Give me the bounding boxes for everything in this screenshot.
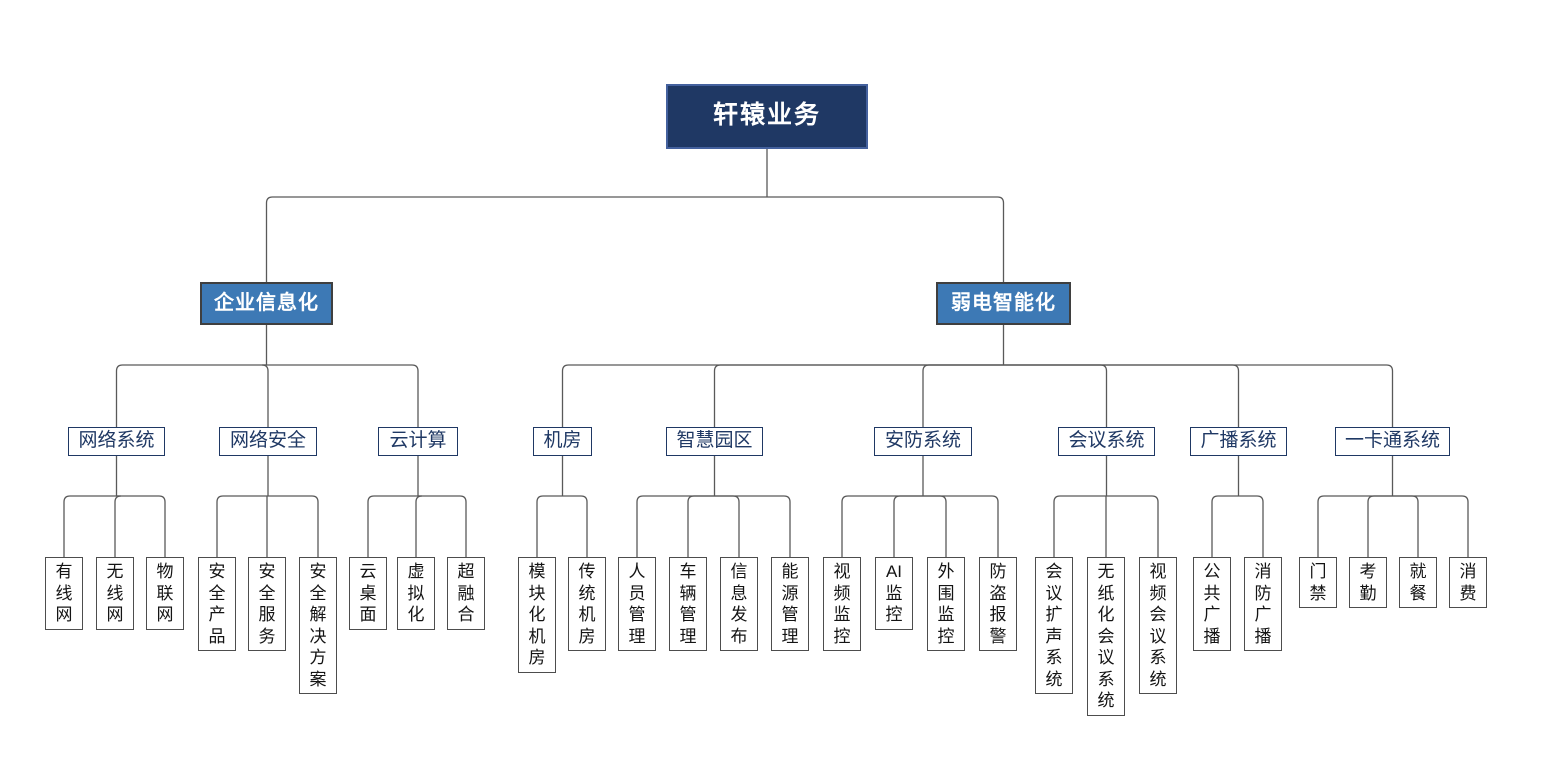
connector-line xyxy=(562,495,588,557)
connector-line xyxy=(116,495,166,557)
connector-line xyxy=(841,495,923,557)
node-video-conference-system[interactable]: 视频会议系统 xyxy=(1139,557,1177,694)
connector-line xyxy=(1238,495,1264,557)
node-smart-park[interactable]: 智慧园区 xyxy=(666,427,763,456)
node-one-card-system[interactable]: 一卡通系统 xyxy=(1335,427,1450,456)
node-enterprise-informatization[interactable]: 企业信息化 xyxy=(200,282,333,325)
connector-line xyxy=(1317,495,1393,557)
node-cloud-computing[interactable]: 云计算 xyxy=(378,427,458,456)
node-server-room[interactable]: 机房 xyxy=(533,427,592,456)
node-network-security[interactable]: 网络安全 xyxy=(219,427,317,456)
node-security-system[interactable]: 安防系统 xyxy=(874,427,972,456)
node-access-control[interactable]: 门禁 xyxy=(1299,557,1337,608)
connector-line xyxy=(265,196,767,282)
node-cloud-desktop[interactable]: 云桌面 xyxy=(349,557,387,630)
connector-line xyxy=(767,196,1005,282)
connector-line xyxy=(1003,364,1108,427)
node-paperless-conference-system[interactable]: 无纸化会议系统 xyxy=(1087,557,1125,716)
node-modular-server-room[interactable]: 模块化机房 xyxy=(518,557,556,673)
node-broadcast-system[interactable]: 广播系统 xyxy=(1190,427,1287,456)
node-wireless-network[interactable]: 无线网 xyxy=(96,557,134,630)
connector-line xyxy=(367,495,418,557)
connector-line xyxy=(115,364,267,427)
connector-line xyxy=(1003,364,1240,427)
connector-line xyxy=(63,495,117,557)
connector-line xyxy=(561,364,1004,427)
node-virtualization[interactable]: 虚拟化 xyxy=(397,557,435,630)
connector-line xyxy=(923,495,999,557)
connector-line xyxy=(1392,495,1469,557)
connector-line xyxy=(415,495,423,557)
connector-line xyxy=(1053,495,1107,557)
node-network-system[interactable]: 网络系统 xyxy=(68,427,165,456)
node-dining[interactable]: 就餐 xyxy=(1399,557,1437,608)
connector-line xyxy=(1003,364,1394,427)
node-traditional-server-room[interactable]: 传统机房 xyxy=(568,557,606,651)
node-wired-network[interactable]: 有线网 xyxy=(45,557,83,630)
node-ai-surveillance[interactable]: AI监控 xyxy=(875,557,913,630)
connector-line xyxy=(536,495,563,557)
node-vehicle-management[interactable]: 车辆管理 xyxy=(669,557,707,651)
node-xuanyuan-business[interactable]: 轩辕业务 xyxy=(666,84,868,149)
node-burglar-alarm[interactable]: 防盗报警 xyxy=(979,557,1017,651)
connector-line xyxy=(713,364,1004,427)
connector-line xyxy=(268,495,319,557)
connector-line xyxy=(261,364,269,427)
node-perimeter-surveillance[interactable]: 外围监控 xyxy=(927,557,965,651)
connector-line xyxy=(687,495,715,557)
connector-line xyxy=(714,495,740,557)
node-public-broadcast[interactable]: 公共广播 xyxy=(1193,557,1231,651)
node-conference-pa-system[interactable]: 会议扩声系统 xyxy=(1035,557,1073,694)
node-security-products[interactable]: 安全产品 xyxy=(198,557,236,651)
connector-line xyxy=(1106,495,1159,557)
connector-line xyxy=(114,495,122,557)
connector-line xyxy=(1211,495,1239,557)
connector-line xyxy=(923,495,947,557)
node-security-solutions[interactable]: 安全解决方案 xyxy=(299,557,337,694)
connector-line xyxy=(1392,495,1419,557)
connector-line xyxy=(922,364,1004,427)
node-consumption[interactable]: 消费 xyxy=(1449,557,1487,608)
node-weak-current-intelligence[interactable]: 弱电智能化 xyxy=(936,282,1071,325)
node-energy-management[interactable]: 能源管理 xyxy=(771,557,809,651)
connector-line xyxy=(418,495,467,557)
node-information-release[interactable]: 信息发布 xyxy=(720,557,758,651)
connector-line xyxy=(636,495,715,557)
node-video-surveillance[interactable]: 视频监控 xyxy=(823,557,861,651)
node-security-services[interactable]: 安全服务 xyxy=(248,557,286,651)
connector-line xyxy=(266,364,419,427)
node-conference-system[interactable]: 会议系统 xyxy=(1058,427,1155,456)
connector-line xyxy=(893,495,923,557)
node-fire-broadcast[interactable]: 消防广播 xyxy=(1244,557,1282,651)
connector-line xyxy=(714,495,791,557)
node-personnel-management[interactable]: 人员管理 xyxy=(618,557,656,651)
node-attendance[interactable]: 考勤 xyxy=(1349,557,1387,608)
connector-line xyxy=(1367,495,1393,557)
node-hyper-convergence[interactable]: 超融合 xyxy=(447,557,485,630)
connector-line xyxy=(216,495,268,557)
node-iot-network[interactable]: 物联网 xyxy=(146,557,184,630)
